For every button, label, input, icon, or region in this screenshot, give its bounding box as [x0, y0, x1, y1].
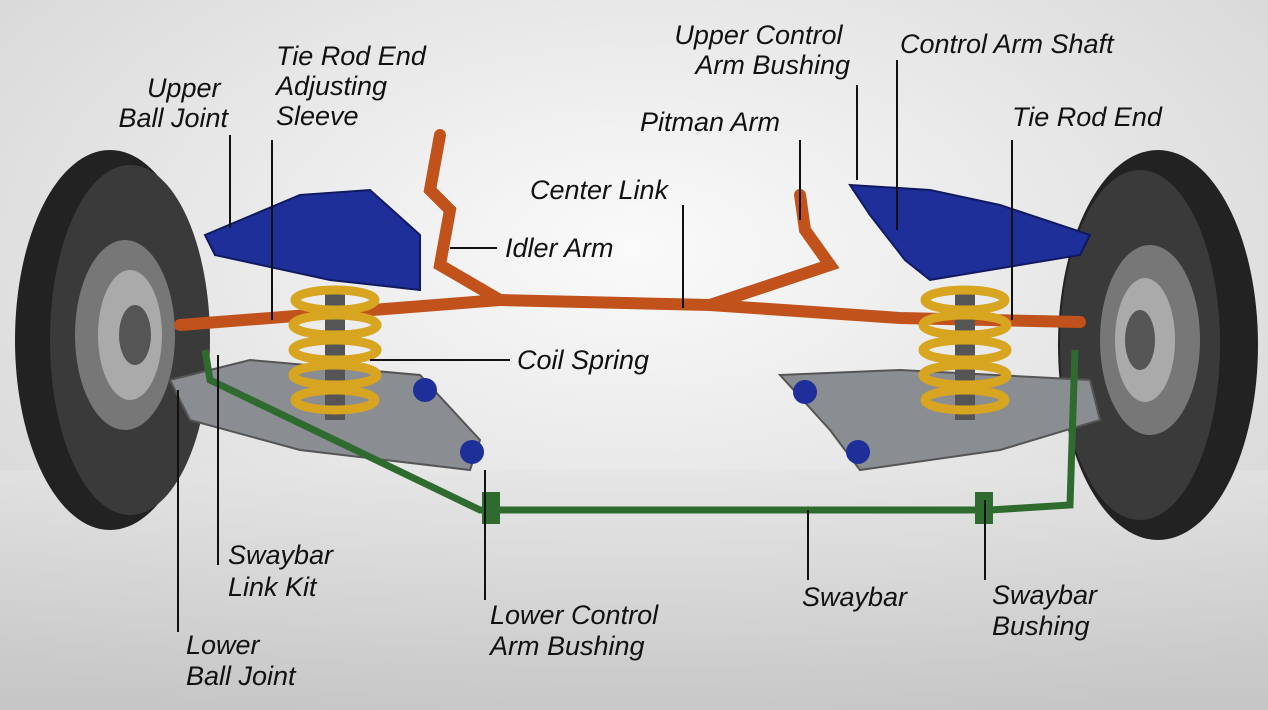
label-swaybar: Swaybar: [802, 582, 908, 612]
leader-lines: [177, 60, 1013, 632]
label-center-link: Center Link: [530, 175, 670, 205]
label-upper-ball-joint: Upper Ball Joint: [118, 73, 229, 133]
label-swaybar-link-kit: Swaybar Link Kit: [228, 540, 341, 602]
left-coil-spring: [288, 285, 382, 420]
left-swaybar-bushing: [482, 492, 500, 524]
right-upper-control-arm: [848, 183, 1092, 282]
label-lower-ball-joint: Lower Ball Joint: [186, 630, 297, 691]
right-lower-bushing: [846, 440, 870, 464]
label-tie-rod-end: Tie Rod End: [1012, 102, 1163, 132]
label-upper-control-arm-bushing: Upper Control Arm Bushing: [674, 20, 850, 80]
left-lower-bushing: [460, 440, 484, 464]
label-idler-arm: Idler Arm: [505, 233, 614, 263]
left-upper-control-arm: [203, 188, 421, 292]
left-wheel: [15, 150, 210, 530]
label-swaybar-bushing: Swaybar Bushing: [992, 580, 1105, 641]
label-pitman-arm: Pitman Arm: [640, 107, 780, 137]
label-lower-control-arm-bushing: Lower Control Arm Bushing: [488, 600, 666, 661]
right-wheel: [1058, 150, 1258, 540]
swaybar-bar: [201, 349, 1079, 514]
label-coil-spring: Coil Spring: [517, 345, 649, 375]
right-coil-spring: [918, 285, 1012, 420]
right-lower-bushing: [793, 380, 817, 404]
label-control-arm-shaft: Control Arm Shaft: [900, 29, 1115, 59]
label-tie-rod-end-adjusting-sleeve: Tie Rod End Adjusting Sleeve: [274, 41, 433, 131]
left-lower-bushing: [413, 378, 437, 402]
